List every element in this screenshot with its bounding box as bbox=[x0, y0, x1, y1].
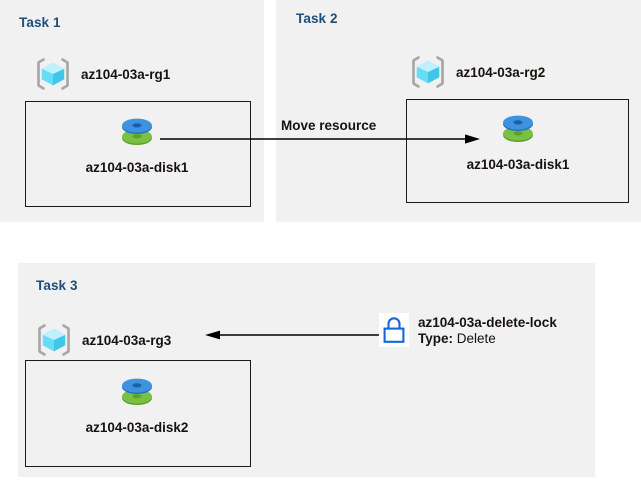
delete-lock-type-key: Type: bbox=[418, 331, 454, 347]
padlock-icon bbox=[379, 313, 409, 347]
resource-task-1: az104-03a-disk1 bbox=[62, 110, 212, 175]
resource-label-task-2: az104-03a-disk1 bbox=[466, 157, 570, 172]
resource-group-task-2: az104-03a-rg2 bbox=[408, 52, 545, 92]
move-resource-caption: Move resource bbox=[281, 118, 377, 133]
delete-lock-arrow bbox=[205, 330, 383, 340]
resource-group-label-task-3: az104-03a-rg3 bbox=[82, 332, 172, 348]
delete-lock: az104-03a-delete-lock Type: Delete bbox=[379, 313, 557, 348]
resource-box-task-2 bbox=[406, 99, 629, 203]
managed-disk-icon bbox=[115, 118, 159, 158]
resource-group-label-task-2: az104-03a-rg2 bbox=[456, 64, 546, 80]
resource-group-cube-icon bbox=[33, 54, 73, 94]
panel-title-task-1: Task 1 bbox=[19, 15, 61, 30]
move-resource-arrow bbox=[160, 134, 480, 144]
managed-disk-icon bbox=[496, 115, 540, 155]
delete-lock-type: Type: Delete bbox=[418, 331, 557, 347]
resource-group-label-task-1: az104-03a-rg1 bbox=[81, 66, 171, 82]
resource-group-cube-icon bbox=[408, 52, 448, 92]
resource-box-task-1 bbox=[25, 101, 251, 207]
panel-task-2 bbox=[276, 0, 641, 222]
panel-task-1 bbox=[0, 0, 264, 222]
resource-group-task-3: az104-03a-rg3 bbox=[34, 320, 171, 360]
resource-label-task-3: az104-03a-disk2 bbox=[85, 420, 189, 435]
resource-task-2: az104-03a-disk1 bbox=[443, 107, 593, 172]
resource-group-cube-icon bbox=[34, 320, 74, 360]
resource-box-task-3 bbox=[25, 360, 251, 467]
resource-task-3: az104-03a-disk2 bbox=[62, 370, 212, 435]
resource-group-task-1: az104-03a-rg1 bbox=[33, 54, 170, 94]
managed-disk-icon bbox=[115, 378, 159, 418]
delete-lock-text: az104-03a-delete-lock Type: Delete bbox=[418, 313, 557, 348]
delete-lock-type-value: Delete bbox=[456, 331, 496, 347]
delete-lock-name: az104-03a-delete-lock bbox=[418, 315, 557, 330]
resource-label-task-1: az104-03a-disk1 bbox=[85, 160, 189, 175]
panel-title-task-3: Task 3 bbox=[36, 278, 78, 293]
panel-title-task-2: Task 2 bbox=[296, 11, 338, 26]
panel-task-3 bbox=[18, 263, 595, 477]
